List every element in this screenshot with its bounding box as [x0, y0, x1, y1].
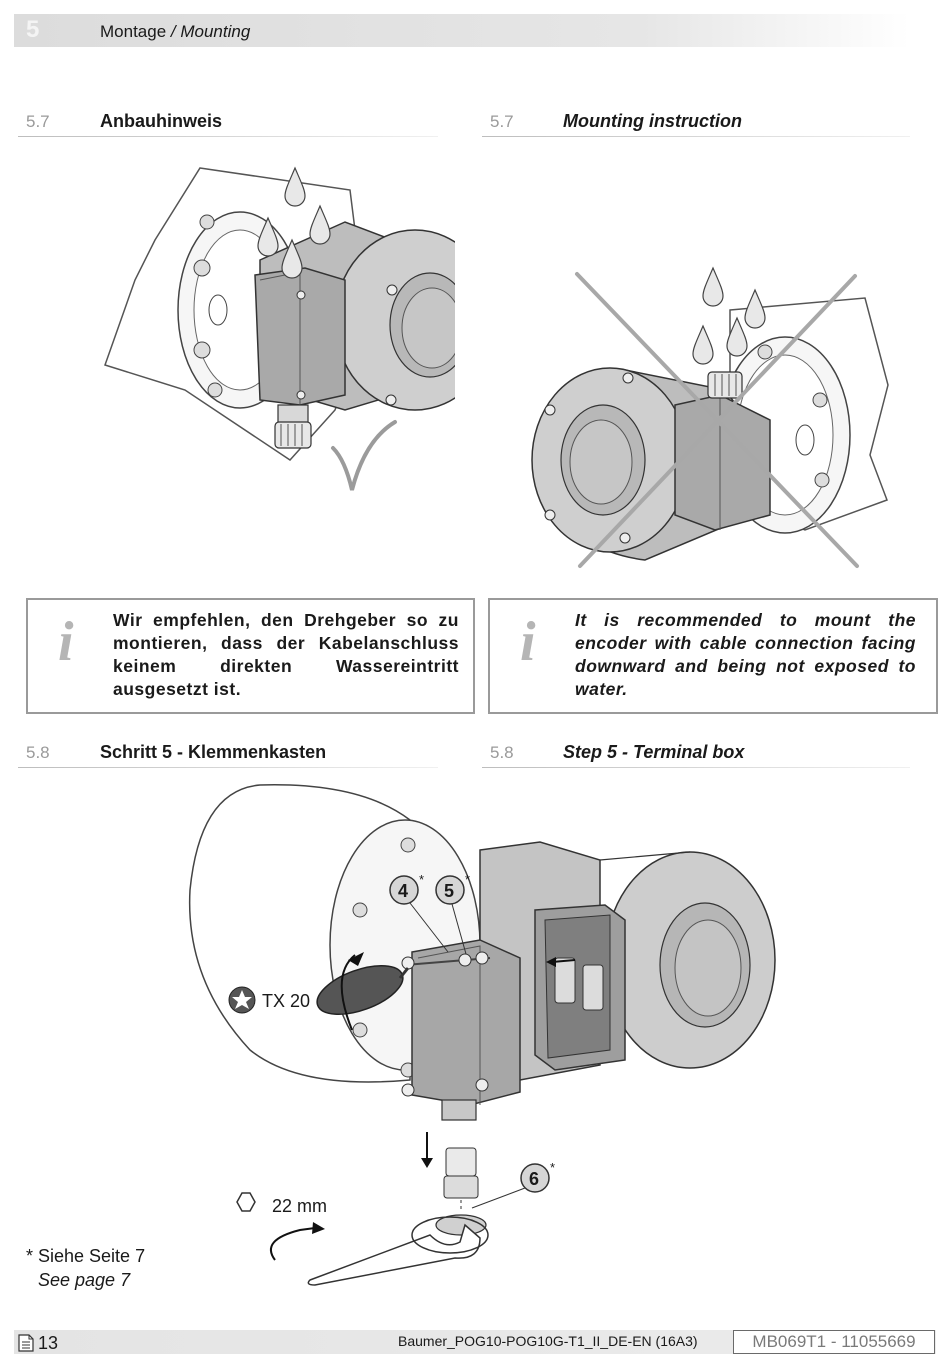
chapter-title-de: Montage: [100, 22, 167, 41]
page-number: 13: [38, 1333, 59, 1353]
svg-text:*: *: [550, 1160, 555, 1175]
water-drops: [257, 166, 331, 279]
figure-terminal-box-step: TX 20 4 * 5 * 6 * 22 mm: [188, 784, 776, 1286]
section-58-title-en: Step 5 - Terminal box: [563, 742, 745, 762]
cable-gland: [707, 371, 743, 399]
cable-gland: [277, 404, 309, 424]
svg-text:6: 6: [529, 1169, 539, 1189]
check-icon: [331, 420, 397, 491]
hex-nut-icon: [236, 1192, 256, 1212]
section-57-number-de: 5.7: [26, 112, 50, 131]
svg-text:*: *: [465, 872, 470, 887]
figure-wrong-mounting: [531, 266, 889, 568]
section-57-number-en: 5.7: [490, 112, 514, 131]
page-header-bar: [14, 14, 910, 47]
info-text-de: Wir empfehlen, den Drehgeber so zu monti…: [113, 610, 459, 699]
section-58-rule-de: [18, 767, 438, 768]
svg-text:5: 5: [444, 881, 454, 901]
footnote-de: * Siehe Seite 7: [26, 1246, 146, 1266]
torx-label: TX 20: [262, 991, 310, 1011]
wrench-size-label: 22 mm: [272, 1196, 327, 1216]
document-code: MB069T1 - 11055669: [733, 1330, 935, 1354]
chapter-title-en: / Mounting: [166, 22, 251, 41]
open-end-wrench: [307, 1223, 481, 1286]
flange-bolts: [193, 214, 223, 398]
callout-5: [435, 875, 465, 905]
footnote-en: See page 7: [38, 1270, 131, 1290]
dsub-connector-left: [554, 957, 576, 1004]
section-57-title-en: Mounting instruction: [563, 111, 742, 131]
section-57-rule-en: [482, 136, 910, 137]
callout-6: [520, 1163, 550, 1193]
rotate-arrow: [269, 1227, 316, 1261]
info-icon: i: [58, 611, 74, 673]
chapter-number: 5: [26, 16, 40, 43]
section-58-title-de: Schritt 5 - Klemmenkasten: [100, 742, 327, 762]
info-icon: i: [520, 611, 536, 673]
seal-insert: [445, 1147, 477, 1177]
section-58-number-de: 5.8: [26, 743, 50, 762]
info-box-de: [26, 598, 475, 714]
section-57-title-de: Anbauhinweis: [100, 111, 223, 131]
cross-icon: [575, 272, 859, 568]
figure-correct-mounting: [104, 166, 455, 491]
page-icon: [18, 1334, 34, 1352]
svg-text:*: *: [419, 872, 424, 887]
section-58-number-en: 5.8: [490, 743, 514, 762]
document-name: Baumer_POG10-POG10G-T1_II_DE-EN (16A3): [398, 1333, 698, 1349]
gland-nut: [435, 1214, 487, 1236]
dsub-connector-right: [582, 964, 604, 1011]
cable-gland: [441, 1099, 477, 1121]
info-box-en: [488, 598, 938, 714]
chapter-title: Montage / Mounting: [100, 22, 250, 42]
water-drops: [692, 266, 766, 365]
info-text-en: It is recommended to mount the encoder w…: [575, 610, 916, 699]
section-58-rule-en: [482, 767, 910, 768]
section-57-rule-de: [18, 136, 438, 137]
svg-text:4: 4: [398, 881, 408, 901]
callout-4: [389, 875, 419, 905]
